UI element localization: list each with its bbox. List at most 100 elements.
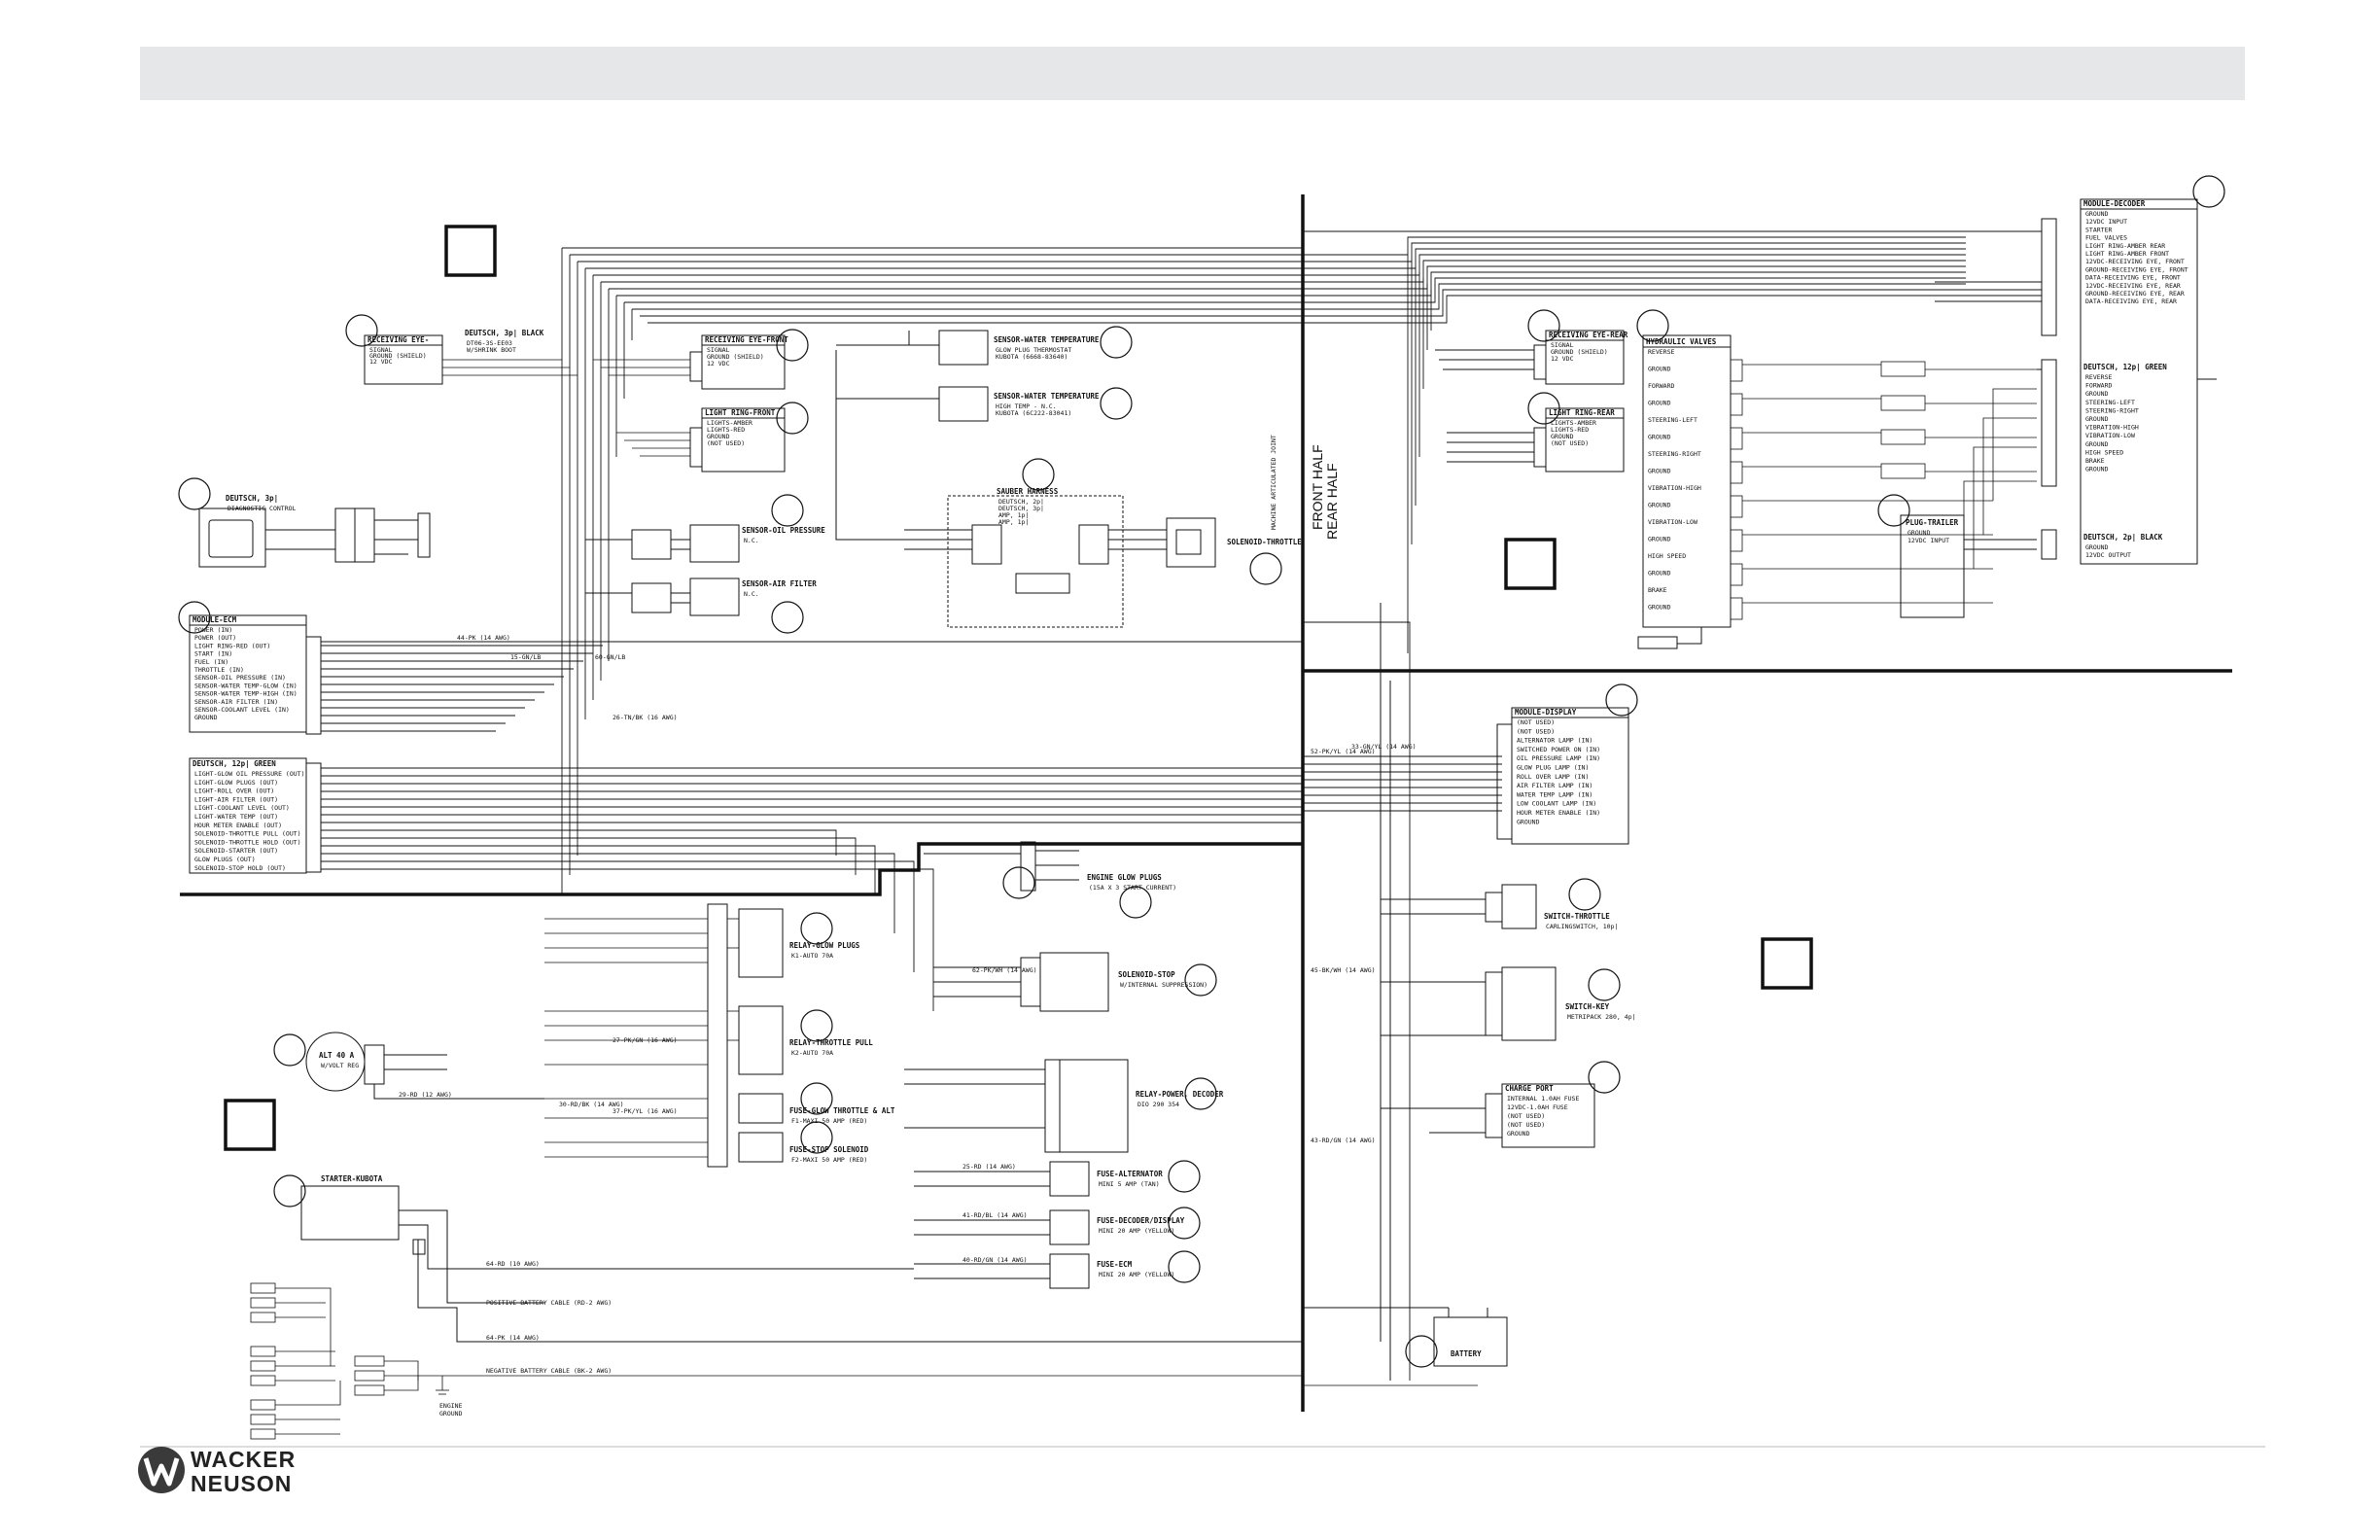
callout-circle: [771, 494, 804, 527]
component-title: DEUTSCH, 3p| BLACK: [465, 329, 544, 338]
component-line: LIGHT-GLOW PLUGS (OUT): [194, 779, 278, 787]
component-title: RECEIVING EYE-: [368, 335, 429, 344]
wire-label: 43-RD/GN (14 AWG): [1311, 1137, 1376, 1144]
component-line: W/SHRINK BOOT: [467, 346, 516, 354]
component-line: GROUND: [1648, 570, 1671, 578]
component-line: LIGHT RING-AMBER REAR: [2085, 242, 2165, 250]
callout-circle: [1002, 866, 1035, 899]
wire-label: 62-PK/WH (14 AWG): [972, 966, 1037, 974]
component-line: 12 VDC: [707, 360, 730, 368]
component-line: REVERSE: [2085, 373, 2112, 381]
callout-circle: [1100, 387, 1133, 420]
component-line: W/VOLT REG: [321, 1062, 359, 1069]
component-line: INTERNAL 1.0AH FUSE: [1507, 1095, 1579, 1102]
component-line: 12VDC OUTPUT: [2085, 551, 2131, 559]
component-line: GROUND (SHIELD): [707, 353, 764, 361]
component-line: AIR FILTER LAMP (IN): [1517, 782, 1592, 789]
component-line: MINI 5 AMP (TAN): [1099, 1180, 1160, 1188]
component-display: MODULE-DISPLAY(NOT USED)(NOT USED)ALTERN…: [1515, 708, 1600, 825]
component-diag: DEUTSCH, 3p|DIAGNOSTIC CONTROL: [226, 494, 297, 512]
component-line: GROUND: [707, 433, 730, 440]
component-line: HIGH SPEED: [1648, 552, 1686, 560]
callout-circle: [178, 601, 211, 634]
component-line: HIGH TEMP - N.C.: [996, 402, 1057, 410]
component-title: SAUBER HARNESS: [997, 487, 1059, 496]
component-battery: BATTERY: [1451, 1349, 1482, 1358]
wire-label: 40-RD/GN (14 AWG): [962, 1256, 1028, 1264]
component-title: FUSE-STOP SOLENOID: [789, 1145, 869, 1154]
wire-label: NEGATIVE BATTERY CABLE (BK-2 AWG): [486, 1367, 612, 1375]
component-line: THROTTLE (IN): [194, 666, 244, 674]
component-line: HOUR METER ENABLE (IN): [1517, 809, 1600, 817]
component-line: DIO 290 354: [1138, 1101, 1179, 1108]
callout-circle: [1405, 1335, 1438, 1368]
component-line: GROUND: [1648, 468, 1671, 475]
front-divider-stepped: [180, 842, 1303, 896]
component-line: GROUND: [1648, 536, 1671, 543]
component-line: K2-AUTO 70A: [791, 1049, 833, 1057]
component-title: MODULE-DISPLAY: [1515, 708, 1577, 717]
component-line: AMP, 1p|: [998, 518, 1029, 526]
diagnostic-connector: [198, 508, 266, 568]
component-line: DT06-3S-EE03: [467, 339, 512, 347]
component-line: LIGHT-WATER TEMP (OUT): [194, 813, 278, 821]
component-line: GROUND: [2085, 440, 2109, 448]
wire-label: 27-PK/GN (16 AWG): [612, 1036, 678, 1044]
callout-circle: [2192, 175, 2225, 208]
rear-half-label: REAR HALF: [1324, 463, 1340, 540]
wire-label: 41-RD/BL (14 AWG): [962, 1211, 1028, 1219]
component-line: WATER TEMP LAMP (IN): [1517, 790, 1592, 798]
section-marker-tr: [1504, 538, 1557, 590]
component-line: LIGHT RING-RED (OUT): [194, 642, 270, 649]
wire-label: 26-TN/BK (16 AWG): [612, 714, 678, 721]
component-line: LIGHTS-RED: [1551, 426, 1589, 434]
component-line: STEERING-LEFT: [2085, 399, 2135, 406]
component-title: SENSOR-OIL PRESSURE: [742, 526, 825, 535]
component-line: GROUND: [1648, 400, 1671, 407]
callout-circle: [1877, 494, 1910, 527]
component-line: GLOW PLUG THERMOSTAT: [996, 346, 1071, 354]
callout-circle: [776, 329, 809, 362]
component-line: (NOT USED): [707, 439, 745, 447]
component-line: FORWARD: [1648, 382, 1674, 390]
component-title: RELAY-GLOW PLUGS: [789, 941, 860, 950]
engine-ground-label-2: GROUND: [439, 1410, 463, 1418]
component-title: DEUTSCH, 12p| GREEN: [2083, 363, 2167, 372]
component-line: DEUTSCH, 3p|: [998, 505, 1044, 512]
component-line: SENSOR-WATER TEMP-HIGH (IN): [194, 690, 298, 698]
wire-label: 64-PK (14 AWG): [486, 1334, 540, 1342]
component-title: LIGHT RING-REAR: [1549, 408, 1615, 417]
component-line: GROUND (SHIELD): [369, 352, 427, 360]
callout-circle: [178, 477, 211, 510]
component-line: 12 VDC: [369, 358, 393, 366]
component-title: SWITCH-KEY: [1565, 1002, 1610, 1011]
component-line: MINI 20 AMP (YELLOW): [1099, 1271, 1174, 1278]
component-line: BRAKE: [2085, 457, 2105, 465]
component-line: SENSOR-WATER TEMP-GLOW (IN): [194, 682, 298, 689]
callout-circle: [273, 1033, 306, 1067]
component-line: 12VDC INPUT: [2085, 218, 2127, 226]
component-line: (15A X 3 START CURRENT): [1089, 884, 1176, 892]
component-line: 12 VDC: [1551, 355, 1574, 363]
component-line: REVERSE: [1648, 348, 1674, 356]
hydraulic-valves-box: [1642, 334, 1732, 628]
component-line: CARLINGSWITCH, 10p|: [1546, 923, 1618, 930]
callout-circle: [1605, 683, 1638, 717]
wire-label: 44-PK (14 AWG): [457, 634, 510, 642]
component-line: POWER (IN): [194, 626, 232, 634]
wire-label: 29-RD (12 AWG): [399, 1091, 452, 1099]
component-line: VIBRATION-LOW: [2085, 432, 2135, 439]
component-line: HOUR METER ENABLE (OUT): [194, 822, 282, 829]
